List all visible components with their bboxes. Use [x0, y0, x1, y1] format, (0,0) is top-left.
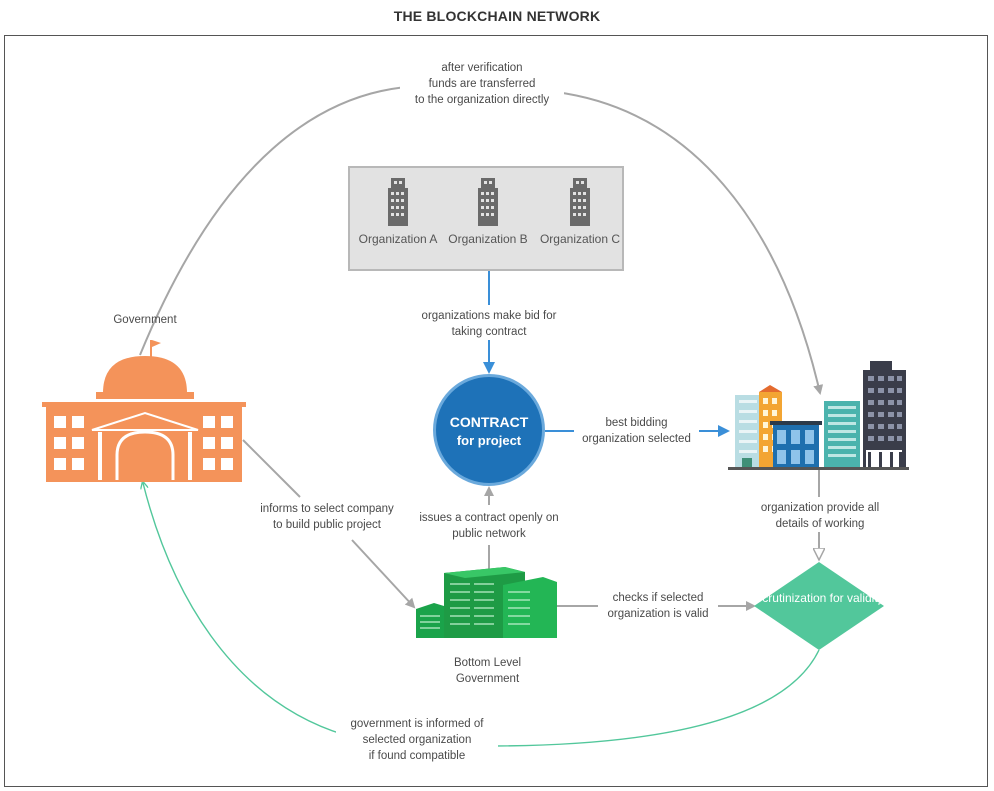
- organizations-box: Organization A Organization B Organizati…: [348, 166, 624, 271]
- diagram-title: THE BLOCKCHAIN NETWORK: [393, 8, 601, 24]
- contract-subtitle: for project: [456, 433, 522, 448]
- details-label: organization provide all details of work…: [752, 500, 888, 532]
- diagram-frame: [4, 35, 988, 787]
- scrutiny-diamond: [754, 562, 884, 650]
- scrutiny-label: Scrutinization for validity: [754, 591, 884, 605]
- organization-c: Organization C: [534, 178, 626, 246]
- organization-buildings-icon: [728, 361, 909, 470]
- informed-label: government is informed of selected organ…: [336, 716, 498, 764]
- government-building-icon: [42, 340, 246, 482]
- funds-transfer-label: after verification funds are transferred…: [400, 60, 564, 108]
- office-tower-icon: [570, 178, 590, 226]
- office-tower-icon: [478, 178, 498, 226]
- best-bidding-label: best bidding organization selected: [574, 415, 699, 447]
- government-label: Government: [113, 314, 177, 326]
- organization-a-label: Organization A: [358, 232, 438, 246]
- contract-node: CONTRACT for project: [433, 374, 545, 486]
- issues-label: issues a contract openly on public netwo…: [408, 510, 570, 542]
- informs-label: informs to select company to build publi…: [248, 501, 406, 533]
- office-tower-icon: [388, 178, 408, 226]
- checks-label: checks if selected organization is valid: [598, 590, 718, 622]
- contract-title: CONTRACT: [449, 414, 529, 430]
- organization-c-label: Organization C: [539, 232, 621, 246]
- organization-b: Organization B: [442, 178, 534, 246]
- bid-label: organizations make bid for taking contra…: [410, 308, 568, 340]
- informed-arrow: [143, 483, 820, 747]
- informs-arrow: [242, 439, 414, 607]
- bottom-government-label: Bottom Level Government: [453, 657, 522, 685]
- organization-a: Organization A: [352, 178, 444, 246]
- organization-b-label: Organization B: [448, 232, 528, 246]
- funds-transfer-arrow: [139, 85, 820, 393]
- bottom-government-building-icon: [416, 567, 557, 638]
